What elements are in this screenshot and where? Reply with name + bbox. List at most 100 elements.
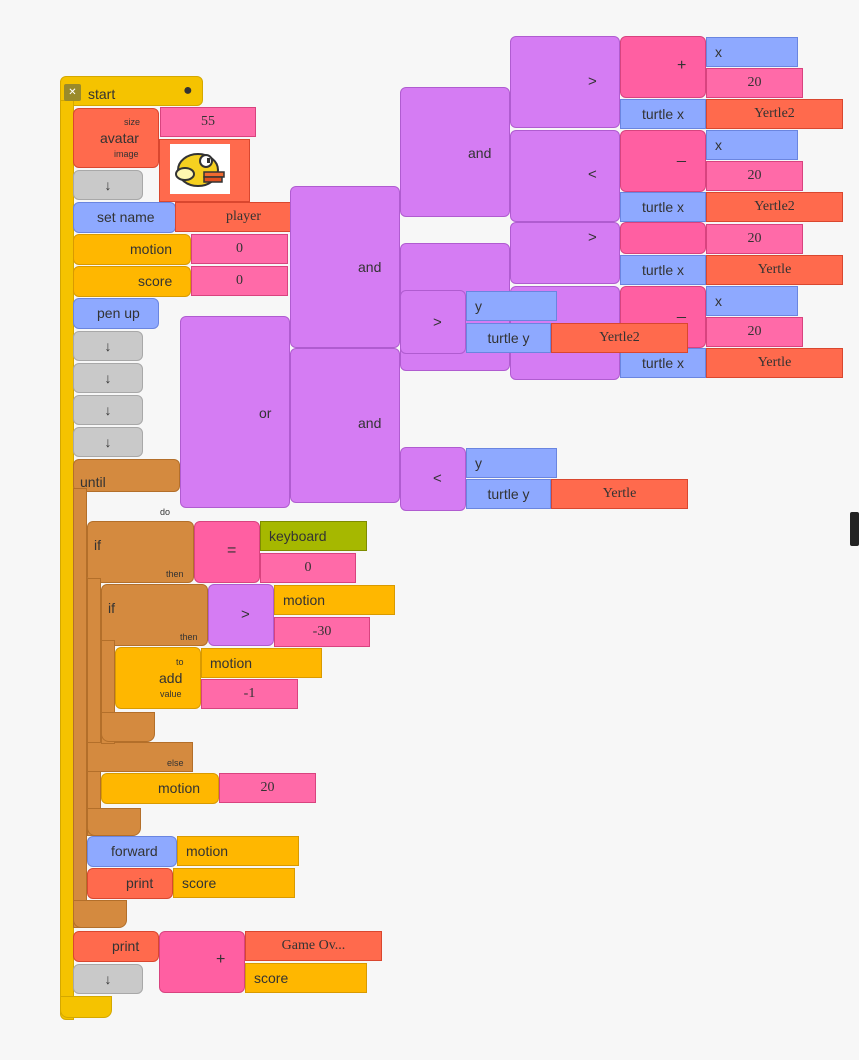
plus-block[interactable] — [620, 36, 706, 98]
set-motion-block[interactable] — [73, 234, 191, 265]
lt-symbol: < — [433, 470, 442, 487]
number-input[interactable]: -30 — [274, 617, 370, 647]
and-label: and — [358, 259, 382, 275]
minus-block[interactable] — [620, 130, 706, 192]
print-block[interactable] — [87, 868, 173, 899]
y-variable[interactable]: y — [466, 448, 557, 478]
plus-block[interactable] — [620, 222, 706, 254]
y-variable[interactable]: y — [466, 291, 557, 321]
if-then-label: then — [166, 569, 184, 579]
arrow-block[interactable]: ↓ — [73, 964, 143, 994]
set-name-input[interactable]: player — [175, 202, 312, 232]
if-label: if — [94, 537, 101, 553]
flappy-bird-image — [170, 144, 230, 194]
turtle-y-block[interactable]: turtle y — [466, 323, 551, 353]
add-value-label: value — [160, 689, 182, 699]
motion-variable[interactable]: motion — [274, 585, 395, 615]
arrow-block[interactable]: ↓ — [73, 170, 143, 200]
keyboard-variable[interactable]: keyboard — [260, 521, 367, 551]
number-input[interactable]: 0 — [260, 553, 356, 583]
turtle-name-input[interactable]: Yertle — [551, 479, 688, 509]
if-block[interactable] — [87, 521, 194, 583]
text-input[interactable]: Game Ov... — [245, 931, 382, 961]
motion-variable[interactable]: motion — [201, 648, 322, 678]
turtle-name-input[interactable]: Yertle — [706, 348, 843, 378]
avatar-size-input[interactable]: 55 — [160, 107, 256, 137]
lt-block[interactable] — [400, 447, 466, 511]
gt-symbol: > — [433, 314, 442, 331]
if-block[interactable] — [101, 584, 208, 646]
number-input[interactable]: 20 — [706, 68, 803, 98]
gt-block[interactable] — [510, 36, 620, 128]
turtle-x-block[interactable]: turtle x — [620, 192, 706, 222]
add-label: add — [159, 670, 183, 686]
x-variable[interactable]: x — [706, 37, 798, 67]
and-block-lower[interactable] — [290, 348, 400, 503]
set-score-block[interactable] — [73, 266, 191, 297]
plus-symbol: + — [677, 57, 687, 74]
set-motion-input[interactable]: 20 — [219, 773, 316, 803]
print-block[interactable] — [73, 931, 159, 962]
add-block[interactable] — [115, 647, 201, 709]
motion-variable[interactable]: motion — [177, 836, 299, 866]
set-score-input[interactable]: 0 — [191, 266, 288, 296]
turtle-x-block[interactable]: turtle x — [620, 255, 706, 285]
x-variable[interactable]: x — [706, 130, 798, 160]
score-variable[interactable]: score — [245, 963, 367, 993]
turtle-name-input[interactable]: Yertle2 — [706, 192, 843, 222]
number-input[interactable]: 20 — [706, 224, 803, 254]
else-label: else — [167, 758, 184, 768]
plus-block[interactable] — [159, 931, 245, 993]
and-label: and — [358, 415, 382, 431]
set-motion-block[interactable] — [101, 773, 219, 804]
arrow-block[interactable]: ↓ — [73, 331, 143, 361]
forward-block[interactable] — [87, 836, 177, 867]
arrow-block[interactable]: ↓ — [73, 427, 143, 457]
minus-symbol: _ — [677, 302, 686, 319]
score-variable[interactable]: score — [173, 868, 295, 898]
avatar-image-label: image — [114, 149, 139, 159]
set-motion-label: motion — [158, 780, 201, 796]
set-score-label: score — [138, 273, 173, 289]
if-footer — [87, 808, 141, 836]
number-input[interactable]: -1 — [201, 679, 298, 709]
gt-block[interactable] — [400, 290, 466, 354]
and-block-outer[interactable] — [290, 186, 400, 348]
gt-symbol: > — [588, 229, 597, 246]
number-input[interactable]: 20 — [706, 161, 803, 191]
set-name-label: set name — [97, 209, 155, 225]
turtle-name-input[interactable]: Yertle2 — [706, 99, 843, 129]
gt-block[interactable] — [208, 584, 274, 646]
or-label: or — [259, 405, 272, 421]
until-footer — [73, 900, 127, 928]
start-label: start — [88, 86, 116, 102]
arrow-block[interactable]: ↓ — [73, 363, 143, 393]
if-footer — [101, 712, 155, 742]
turtle-name-input[interactable]: Yertle — [706, 255, 843, 285]
turtle-x-block[interactable]: turtle x — [620, 99, 706, 129]
x-variable[interactable]: x — [706, 286, 798, 316]
eq-symbol: = — [227, 542, 237, 559]
and-block-upper[interactable] — [400, 87, 510, 217]
turtle-y-block[interactable]: turtle y — [466, 479, 551, 509]
or-block[interactable] — [180, 316, 290, 508]
avatar-label: avatar — [100, 130, 139, 146]
lt-block[interactable] — [510, 130, 620, 222]
turtle-name-input[interactable]: Yertle2 — [551, 323, 688, 353]
until-do-label: do — [160, 507, 171, 517]
pen-up-block[interactable] — [73, 298, 159, 329]
turtle-x-block[interactable]: turtle x — [620, 348, 706, 378]
number-input[interactable]: 20 — [706, 317, 803, 347]
arrow-block[interactable]: ↓ — [73, 395, 143, 425]
gt-block[interactable] — [510, 222, 620, 284]
set-motion-input[interactable]: 0 — [191, 234, 288, 264]
set-name-block[interactable] — [73, 202, 176, 233]
avatar-block[interactable] — [73, 108, 159, 168]
start-block[interactable] — [60, 76, 203, 106]
add-to-label: to — [176, 657, 184, 667]
eq-block[interactable] — [194, 521, 260, 583]
gt-symbol: > — [241, 606, 250, 623]
avatar-image-slot[interactable] — [159, 139, 250, 202]
until-block[interactable] — [73, 459, 180, 492]
start-icon: ✕ — [64, 84, 81, 101]
